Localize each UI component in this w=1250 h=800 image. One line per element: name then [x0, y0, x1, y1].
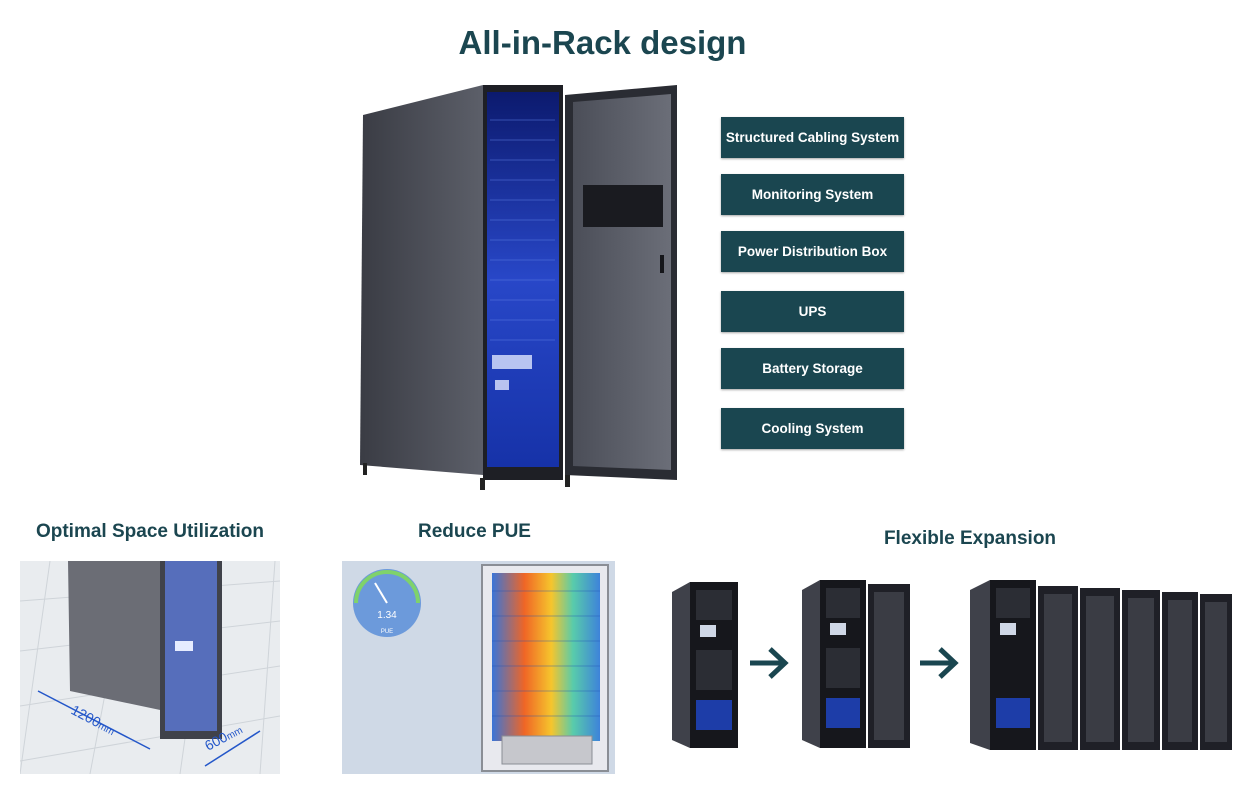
pue-title: Reduce PUE — [418, 521, 531, 542]
right-arrow-icon — [920, 647, 959, 679]
space-title: Optimal Space Utilization — [35, 521, 265, 542]
space-utilization-image: 1200mm 600mm — [20, 561, 280, 774]
gauge-value: 1.34 — [377, 610, 397, 621]
pue-image: 1.34 PUE — [342, 561, 615, 774]
feature-ups: UPS — [721, 291, 904, 332]
expansion-rack-double — [800, 578, 913, 750]
feature-monitoring: Monitoring System — [721, 174, 904, 215]
expansion-title: Flexible Expansion — [883, 528, 1057, 549]
expansion-rack-single — [670, 580, 740, 750]
feature-power-distribution: Power Distribution Box — [721, 231, 904, 272]
feature-structured-cabling: Structured Cabling System — [721, 117, 904, 158]
feature-battery-storage: Battery Storage — [721, 348, 904, 389]
expansion-rack-multiple — [968, 578, 1234, 753]
hero-rack-image — [355, 80, 685, 495]
gauge-label: PUE — [381, 629, 393, 635]
right-arrow-icon — [750, 647, 789, 679]
feature-cooling: Cooling System — [721, 408, 904, 449]
page-title: All-in-Rack design — [458, 24, 747, 61]
